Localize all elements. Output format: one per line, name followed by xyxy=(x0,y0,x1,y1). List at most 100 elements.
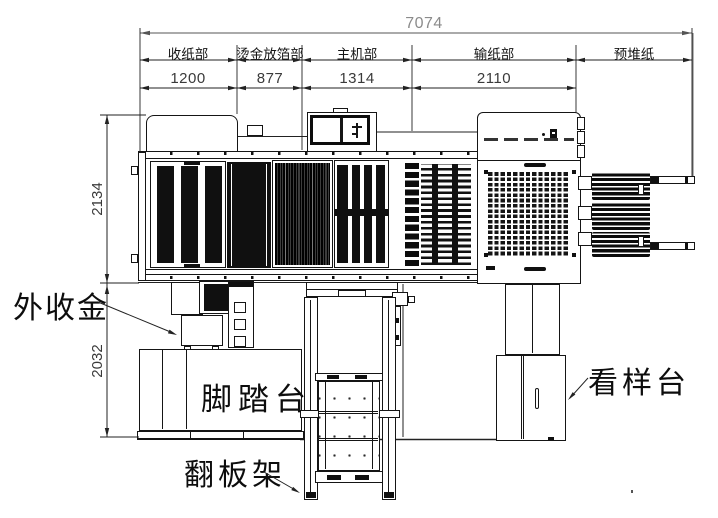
left-tab-upper xyxy=(131,166,138,175)
dim-foil-width: 877 xyxy=(256,70,284,87)
rail-midline xyxy=(139,274,580,275)
prestack-arm-upper xyxy=(650,176,695,184)
feeder-dashed-band xyxy=(484,138,574,141)
column-cap xyxy=(229,282,253,287)
main-cross-bar xyxy=(334,209,389,216)
feed-vertical-bar-1 xyxy=(432,164,438,265)
foot-platform-label: 脚踏台 xyxy=(201,382,312,417)
overall-width-dim: 7074 xyxy=(405,15,443,32)
dim-delivery-width: 1200 xyxy=(170,70,206,87)
dim-feed-width: 2110 xyxy=(476,70,512,87)
arm-end-mark xyxy=(685,177,688,183)
feeder-dot xyxy=(542,133,545,136)
grid-corner-3 xyxy=(484,253,488,257)
foil-module-hatch xyxy=(275,163,330,265)
base-tick-2 xyxy=(243,432,244,439)
pedestal-divider xyxy=(532,285,533,353)
feeder-grid-panel xyxy=(488,172,569,257)
control-box-symbol-bar xyxy=(352,126,362,128)
bottom-bar-tab-1 xyxy=(327,475,341,480)
main-support-rail xyxy=(306,282,398,297)
arm-end-mark-2 xyxy=(685,243,688,249)
foil-collector-lower-box xyxy=(181,315,223,346)
delivery-slat-3 xyxy=(205,166,222,263)
flip-rack-board xyxy=(318,381,380,471)
feeder-side-tab-2 xyxy=(577,131,585,144)
rail-bolts-bottom xyxy=(143,276,575,279)
arm-base-mark xyxy=(651,177,659,183)
grid-corner-4 xyxy=(572,253,576,257)
strip-tick-1 xyxy=(395,318,399,323)
prestack-tab-2 xyxy=(578,206,592,220)
panel-slit-1 xyxy=(231,164,232,266)
feed-segment-band xyxy=(405,163,419,266)
bottom-bar-tab-2 xyxy=(355,475,369,480)
support-rail-line xyxy=(307,289,397,290)
feeder-side-tab-1 xyxy=(577,117,585,130)
control-box-symbol xyxy=(356,123,358,138)
section-label-pre-stack: 预堆纸 xyxy=(613,47,655,62)
top-bump xyxy=(247,125,263,136)
cabinet-handle xyxy=(535,388,539,409)
machine-left-edge xyxy=(138,152,146,281)
top-bar-tab-1 xyxy=(327,375,339,379)
prestack-arm-lower xyxy=(650,242,695,250)
board-rail-right xyxy=(372,382,377,469)
section-label-delivery: 收纸部 xyxy=(167,47,209,62)
board-rail-left xyxy=(321,382,326,469)
flip-rack-leg-left xyxy=(304,297,318,500)
foil-collector-label: 外收金 xyxy=(13,292,109,325)
column-square-3 xyxy=(234,336,246,347)
feeder-corner-mark xyxy=(486,266,495,270)
flip-rack-label: 翻板架 xyxy=(184,459,286,492)
sample-table-label: 看样台 xyxy=(588,367,690,400)
dim-main-width: 1314 xyxy=(339,70,375,87)
foil-module xyxy=(272,160,333,268)
control-box-divider xyxy=(340,118,343,142)
panel-slit-2 xyxy=(266,164,267,266)
motor-nub xyxy=(408,296,415,303)
grid-corner-2 xyxy=(572,170,576,174)
grid-corner-1 xyxy=(484,170,488,174)
prestack-block-2 xyxy=(592,202,650,230)
leg-foot-right xyxy=(384,492,394,498)
feed-vertical-bar-2 xyxy=(452,164,458,265)
section-label-main-unit: 主机部 xyxy=(336,47,378,62)
feeder-slot-top xyxy=(524,163,546,167)
prestack-tab-1 xyxy=(578,176,592,190)
base-tick-1 xyxy=(190,432,191,439)
feeder-pedestal xyxy=(505,284,560,355)
top-bar-tab-2 xyxy=(355,375,367,379)
flip-rack-bottom-bar xyxy=(315,471,383,483)
foil-collector-column xyxy=(228,281,254,348)
board-divider-1 xyxy=(319,411,378,414)
sample-table-cabinet xyxy=(496,355,566,441)
feeder-switch-slit xyxy=(552,132,555,134)
leg-foot-left xyxy=(306,492,316,498)
stray-mark xyxy=(631,490,633,493)
door-handle-top xyxy=(184,161,200,165)
feeder-side-tab-3 xyxy=(577,145,585,158)
prestack-slot-1 xyxy=(638,184,644,195)
platform-divider-1 xyxy=(162,350,163,429)
section-label-foil-stamping: 烫金放箔部 xyxy=(236,47,304,62)
delivery-slat-2 xyxy=(181,166,198,263)
foil-collector-roll xyxy=(204,284,228,311)
cabinet-divider xyxy=(521,356,524,439)
feeder-slot-bottom xyxy=(524,267,546,271)
strip-tick-2 xyxy=(395,335,399,340)
support-rail-block xyxy=(338,290,366,297)
flip-rack-leg-right xyxy=(382,297,396,500)
platform-base xyxy=(137,431,304,440)
feeder-module-body xyxy=(477,160,581,284)
foot-platform xyxy=(139,349,302,431)
column-square-1 xyxy=(234,302,246,313)
delivery-black-panel xyxy=(227,162,271,268)
control-box-symbol-tick xyxy=(352,133,356,135)
rail-bolts xyxy=(143,152,575,155)
prestack-slot-2 xyxy=(638,236,644,247)
feeder-switch xyxy=(550,129,557,138)
foil-collector-top-box xyxy=(171,282,203,315)
